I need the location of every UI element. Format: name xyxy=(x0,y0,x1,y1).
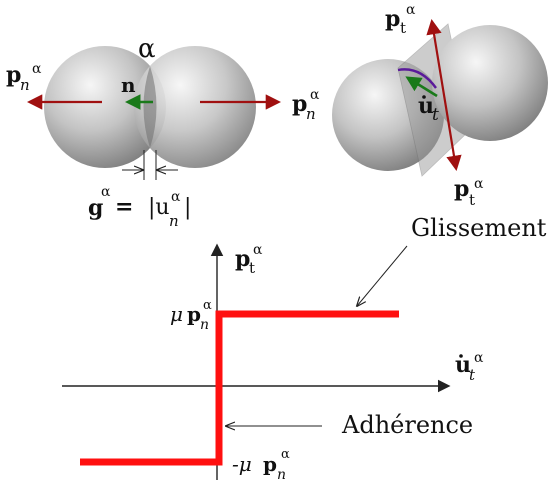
tangent-force-top-sub: t xyxy=(400,19,406,37)
lower-level-mu: -μ xyxy=(232,452,252,476)
gap-equals: = xyxy=(115,194,133,220)
overlap-lens xyxy=(143,66,157,148)
x-axis-sup: α xyxy=(474,350,484,366)
gap-abs-sub: n xyxy=(169,212,179,230)
y-axis-sup: α xyxy=(253,242,263,258)
force-right-sup: α xyxy=(310,87,320,103)
velocity-dot xyxy=(422,95,426,99)
lower-level-sup: α xyxy=(281,447,290,462)
upper-level-sup: α xyxy=(203,298,212,313)
velocity-sub: t xyxy=(432,105,439,125)
velocity-label: u xyxy=(418,93,434,119)
velocity-arrow xyxy=(405,76,438,98)
sliding-pointer xyxy=(357,245,408,306)
upper-level-sub: n xyxy=(200,317,209,333)
upper-level-mu: μ xyxy=(170,302,183,326)
tangent-force-bottom: p xyxy=(454,176,469,202)
adhesion-label: Adhérence xyxy=(341,411,473,439)
gap-abs: |u xyxy=(148,195,170,220)
force-right-sub: n xyxy=(306,105,316,123)
left-sphere xyxy=(44,46,166,168)
lower-level-label: p xyxy=(263,452,277,476)
x-axis-dot xyxy=(459,354,463,358)
friction-law-graph: p t α u t α μ p n α -μ p n α Glissement … xyxy=(62,214,547,483)
gap-abs-sup: α xyxy=(171,189,181,205)
y-axis-sub: t xyxy=(249,259,255,277)
force-left-sup: α xyxy=(32,61,42,77)
gap-abs-close: | xyxy=(184,195,191,220)
gap-label: g xyxy=(88,195,103,221)
tangential-contact-figure: p t α u t p t α xyxy=(332,2,548,209)
upper-level-label: p xyxy=(187,302,201,326)
gap-sup: α xyxy=(101,184,111,200)
y-axis-label: p xyxy=(235,246,250,272)
normal-vector-label: n xyxy=(121,73,136,97)
friction-curve xyxy=(80,310,399,466)
force-right-label: p xyxy=(292,91,307,117)
alpha-label: α xyxy=(138,34,156,64)
x-axis-label: u xyxy=(455,352,471,378)
lower-level-sub: n xyxy=(277,467,286,483)
x-axis-sub: t xyxy=(469,366,476,384)
tangent-force-bottom-sub: t xyxy=(469,191,475,209)
tangent-force-top: p xyxy=(385,6,400,32)
tangent-force-axis xyxy=(426,18,462,172)
force-left-sub: n xyxy=(20,76,30,94)
right-sphere xyxy=(134,46,256,168)
normal-contact-figure: α n p n α p n α g α = |u α n | xyxy=(6,34,320,230)
sliding-label: Glissement xyxy=(411,214,547,242)
force-left-label: p xyxy=(6,62,21,88)
tangent-force-bottom-sup: α xyxy=(474,176,484,192)
tangent-force-top-sup: α xyxy=(406,2,416,18)
